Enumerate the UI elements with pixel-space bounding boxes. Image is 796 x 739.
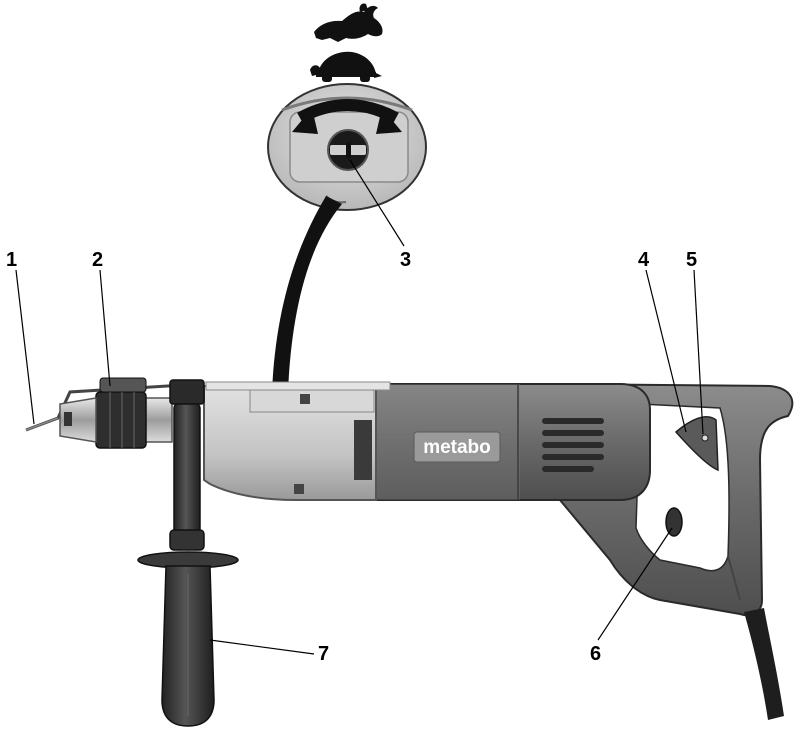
- auxiliary-handle: [137, 379, 239, 727]
- callout-6: 6: [590, 643, 601, 665]
- callout-5: 5: [686, 249, 697, 271]
- tortoise-icon: [310, 51, 382, 82]
- callout-7: 7: [318, 643, 329, 665]
- ventilation-slots: [542, 418, 604, 472]
- callout-numbers: 1 2 3 4 5 6 7: [6, 249, 697, 665]
- detail-pointer-cable: [272, 196, 342, 392]
- power-cable: [744, 608, 784, 720]
- callout-2: 2: [92, 249, 103, 271]
- hare-icon: [314, 3, 383, 42]
- gear-housing: [203, 381, 391, 501]
- motor-housing: metabo: [371, 383, 651, 501]
- selector-button: [665, 507, 683, 537]
- callout-4: 4: [638, 249, 650, 271]
- callout-3: 3: [400, 249, 411, 271]
- brand-logo-plate: metabo: [413, 431, 501, 463]
- brand-logo-text: metabo: [423, 437, 491, 458]
- arrow-right-icon: [376, 108, 402, 134]
- drill-chuck: [59, 377, 173, 449]
- lock-button: [701, 434, 709, 442]
- callout-1: 1: [6, 249, 17, 271]
- arrow-left-icon: [292, 108, 318, 134]
- trigger-switch: [674, 416, 719, 472]
- callout-leaders: [15, 159, 704, 655]
- speed-selector-detail: [267, 83, 427, 211]
